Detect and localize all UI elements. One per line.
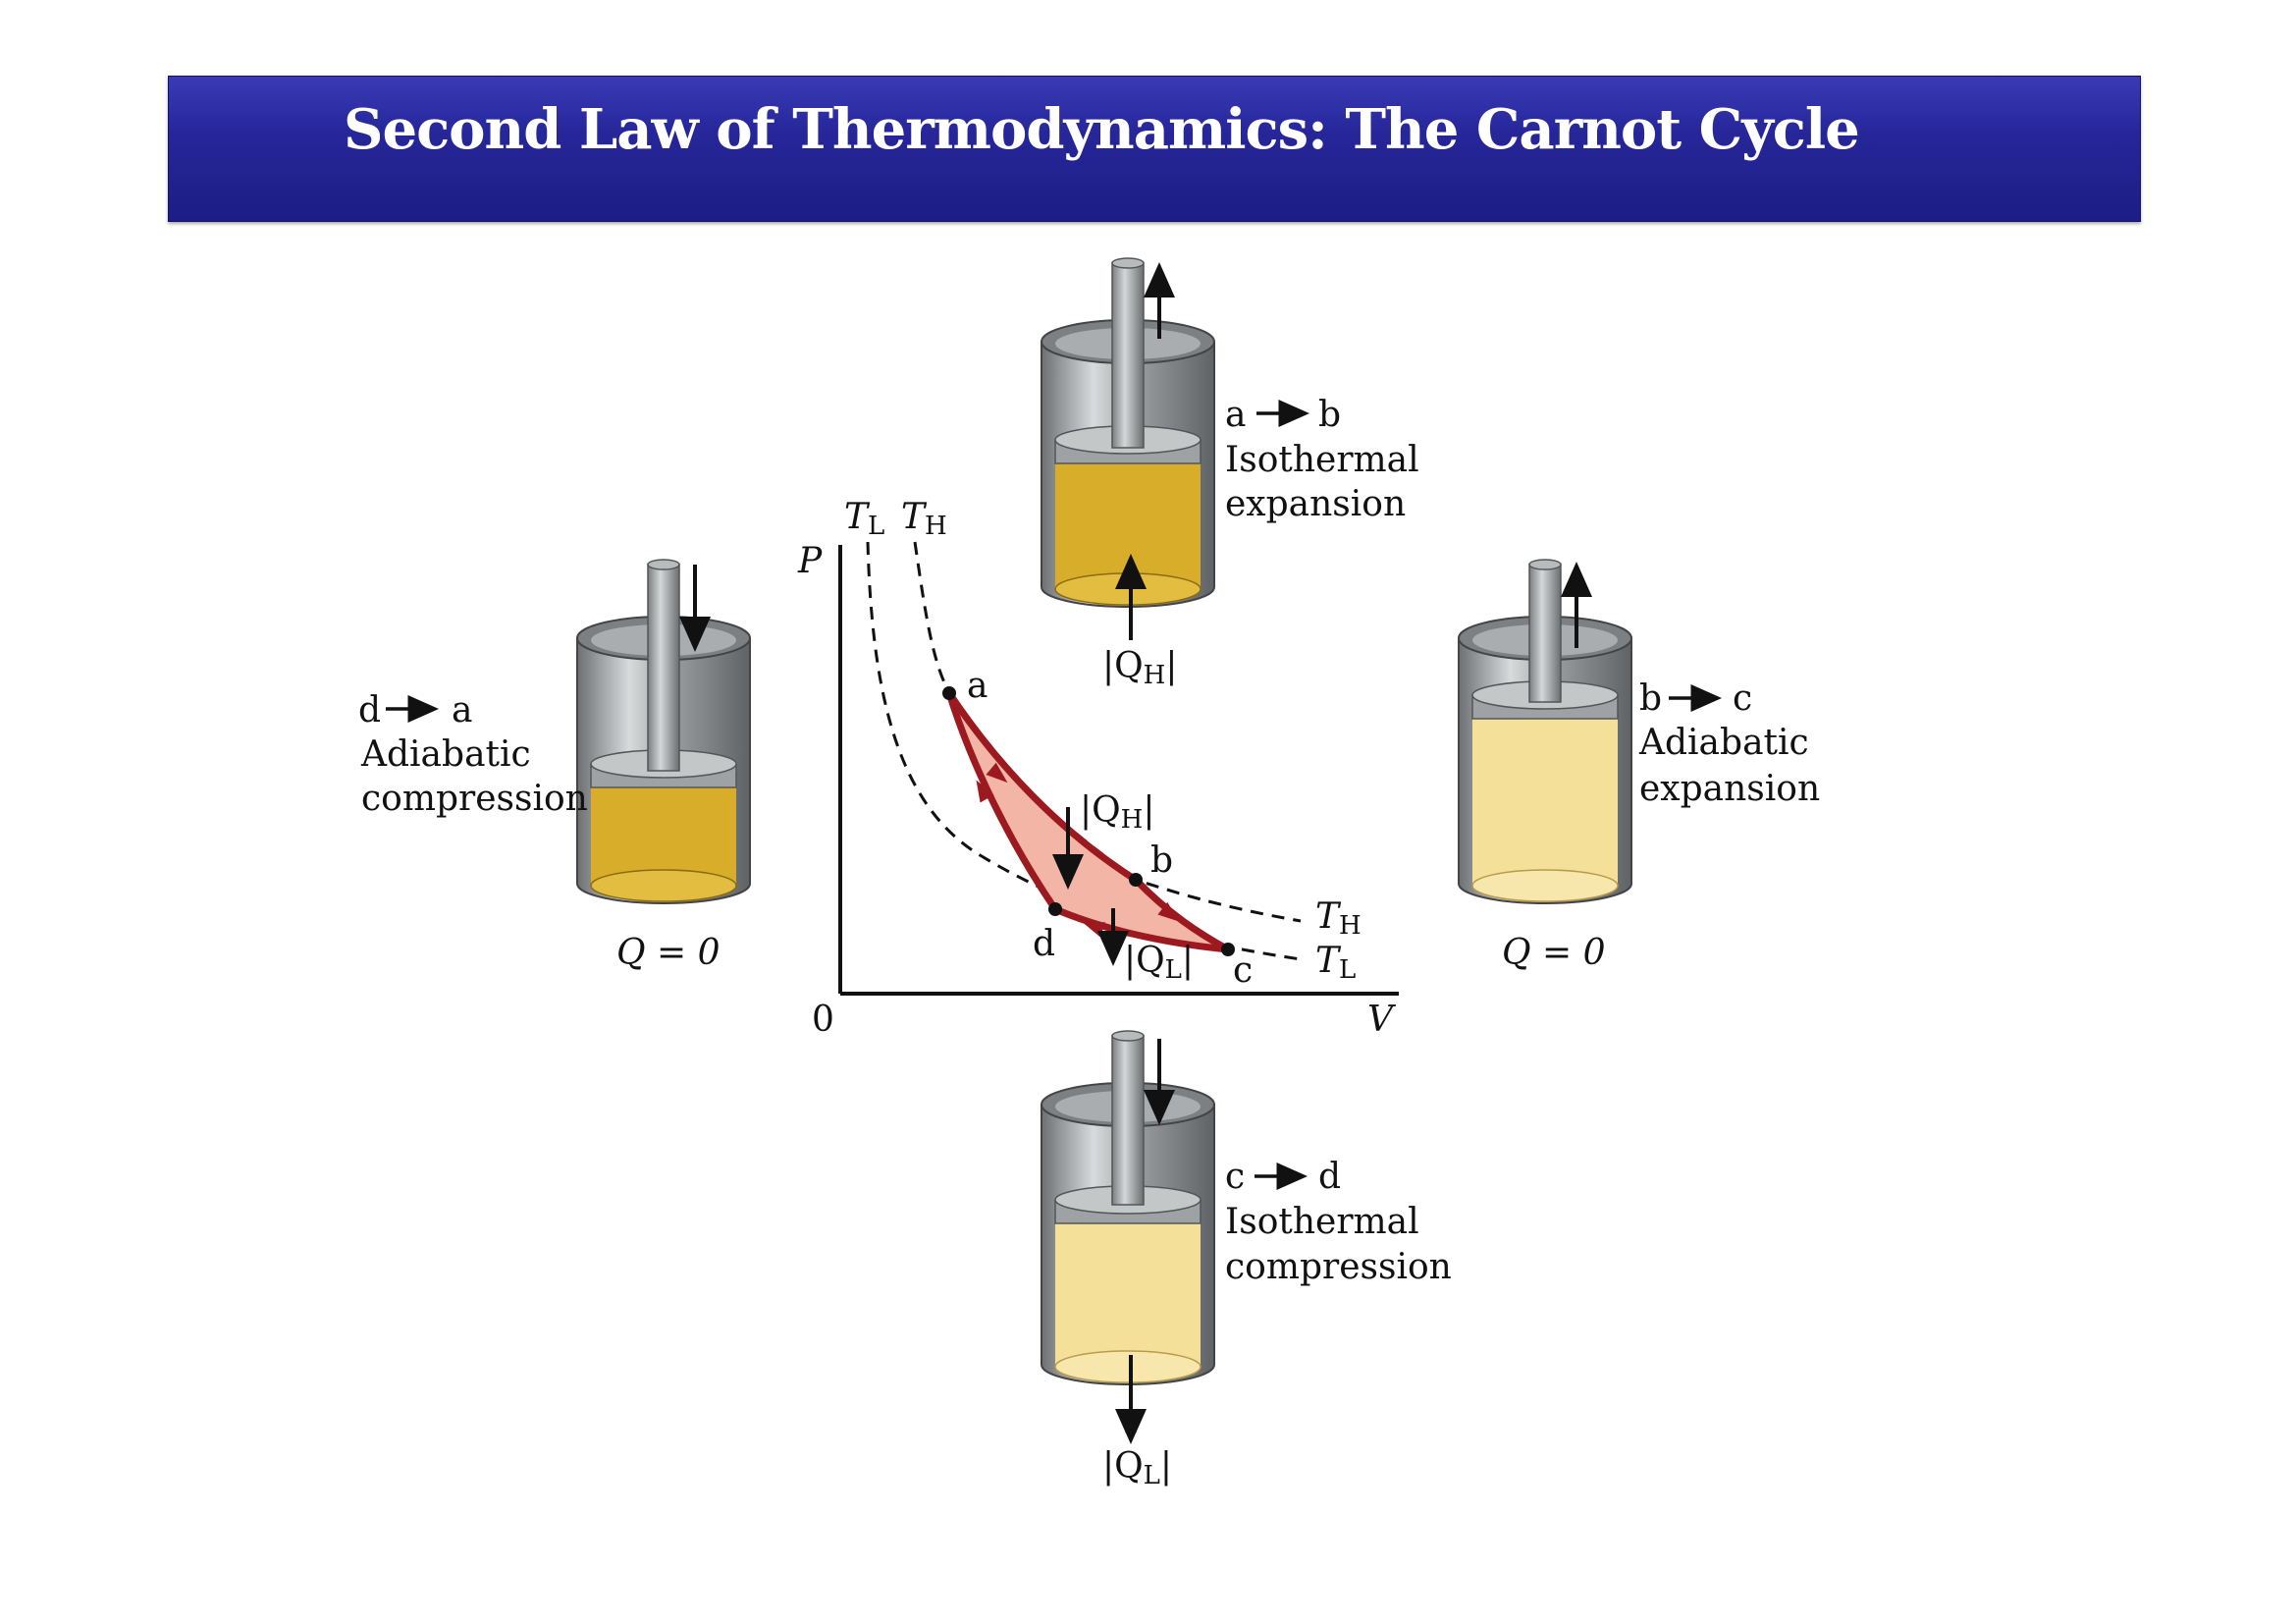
svg-text:Adiabatic: Adiabatic xyxy=(360,734,531,775)
pv-diagram: P V 0 TL TH TH TL a xyxy=(797,497,1399,1040)
svg-text:|QH|: |QH| xyxy=(1102,646,1177,690)
stage-ab-label: a b Isothermal expansion xyxy=(1225,395,1419,524)
stage-bc-heat-label: Q = 0 xyxy=(1502,933,1605,973)
svg-text:d: d xyxy=(1318,1157,1341,1197)
cylinder-adiabatic-compression xyxy=(576,559,751,904)
svg-text:c: c xyxy=(1225,1157,1245,1197)
svg-text:Adiabatic: Adiabatic xyxy=(1638,723,1809,763)
svg-text:|QL|: |QL| xyxy=(1102,1446,1172,1490)
path-d-a xyxy=(945,691,1058,911)
svg-text:c: c xyxy=(1733,678,1752,719)
point-c-label: c xyxy=(1233,950,1253,991)
arrow-da xyxy=(976,780,994,803)
svg-text:TH: TH xyxy=(901,497,947,541)
stage-da-heat-label: Q = 0 xyxy=(616,933,720,973)
svg-text:|QH|: |QH| xyxy=(1080,790,1154,835)
ql-label: |QL| xyxy=(1124,941,1194,985)
svg-text:b: b xyxy=(1318,395,1341,435)
stage-da-label: d a Adiabatic compression xyxy=(358,690,588,819)
origin-label: 0 xyxy=(812,1000,834,1040)
path-b-c xyxy=(1133,877,1230,953)
svg-text:|QL|: |QL| xyxy=(1124,941,1194,985)
isotherm-low-label-right: TL xyxy=(1315,941,1356,985)
cylinder-isothermal-compression xyxy=(1041,1030,1215,1444)
svg-text:compression: compression xyxy=(1225,1247,1452,1287)
stage-cd-label: c d Isothermal compression xyxy=(1225,1157,1452,1287)
svg-text:TL: TL xyxy=(844,497,884,541)
slide-title: Second Law of Thermodynamics: The Carnot… xyxy=(344,97,1860,162)
isotherm-high-label-right: TH xyxy=(1315,896,1362,941)
point-d-label: d xyxy=(1033,924,1055,964)
svg-text:TH: TH xyxy=(1315,896,1362,941)
stage-ab-heat-label: |QH| xyxy=(1102,646,1177,690)
x-axis-label: V xyxy=(1367,1000,1397,1040)
path-a-b xyxy=(946,691,1138,883)
svg-text:expansion: expansion xyxy=(1639,769,1820,809)
svg-text:a: a xyxy=(452,690,472,730)
y-axis-label: P xyxy=(797,541,823,581)
cylinder-isothermal-expansion xyxy=(1041,257,1215,640)
point-c-marker xyxy=(1221,943,1235,956)
svg-text:b: b xyxy=(1639,678,1662,719)
arrow-bc xyxy=(1157,901,1180,922)
cylinder-adiabatic-expansion xyxy=(1458,559,1632,904)
point-d-marker xyxy=(1048,902,1062,916)
qh-label: |QH| xyxy=(1080,790,1154,835)
svg-text:compression: compression xyxy=(361,779,588,819)
path-c-d xyxy=(1053,905,1229,953)
svg-text:Isothermal: Isothermal xyxy=(1225,440,1419,480)
isotherm-low-label-top: TL xyxy=(844,497,884,541)
point-b-marker xyxy=(1129,873,1143,887)
arrow-ab xyxy=(986,762,1008,784)
title-banner: Second Law of Thermodynamics: The Carnot… xyxy=(168,76,2141,222)
svg-text:Isothermal: Isothermal xyxy=(1225,1202,1419,1242)
stage-bc-label: b c Adiabatic expansion xyxy=(1638,678,1820,809)
isotherm-high-label-top: TH xyxy=(901,497,947,541)
point-a-marker xyxy=(942,686,956,700)
svg-text:TL: TL xyxy=(1315,941,1356,985)
svg-text:expansion: expansion xyxy=(1225,484,1406,524)
stage-cd-heat-label: |QL| xyxy=(1102,1446,1172,1490)
svg-text:d: d xyxy=(358,690,381,730)
point-a-label: a xyxy=(967,666,988,706)
point-b-label: b xyxy=(1150,840,1173,881)
svg-text:a: a xyxy=(1225,395,1246,435)
